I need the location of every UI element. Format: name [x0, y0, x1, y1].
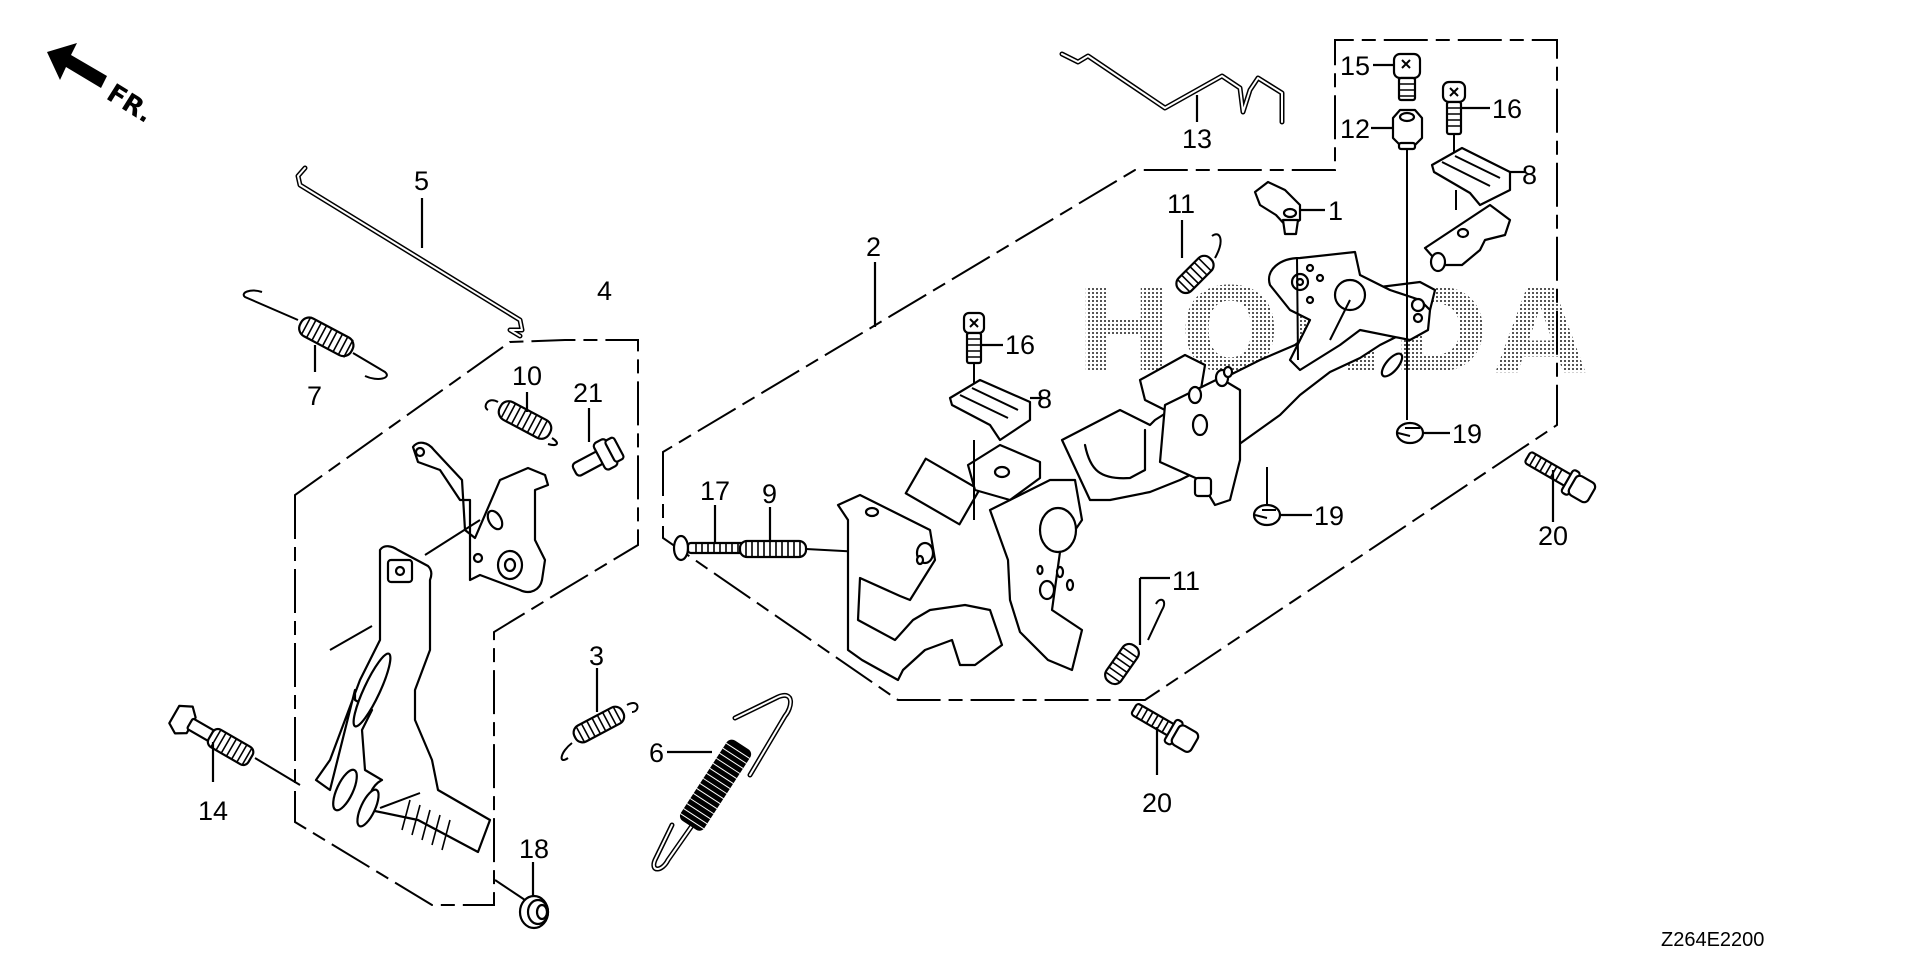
callout-19-lower[interactable]: 19 [1314, 501, 1344, 531]
part-19-clip-upper [1395, 421, 1425, 445]
part-13-rod [1059, 51, 1285, 125]
part-12-nut [1391, 108, 1424, 420]
callout-11-lower[interactable]: 11 [1172, 566, 1200, 596]
callout-20-lower[interactable]: 20 [1142, 788, 1172, 818]
part-6-spring [651, 692, 793, 872]
callout-1[interactable]: 1 [1328, 196, 1343, 226]
callout-16-right[interactable]: 16 [1492, 94, 1522, 124]
callout-12[interactable]: 12 [1340, 114, 1370, 144]
part-11-spring-upper [1175, 233, 1222, 295]
callout-9[interactable]: 9 [762, 479, 777, 509]
callout-17[interactable]: 17 [700, 476, 730, 506]
callout-13[interactable]: 13 [1182, 124, 1212, 154]
part-4-lever-body [314, 545, 492, 854]
callout-8-left[interactable]: 8 [1037, 384, 1052, 414]
part-2-control-base [836, 203, 1512, 682]
callout-8-right[interactable]: 8 [1522, 160, 1537, 190]
part-16-screw-right [1441, 80, 1467, 155]
callout-10[interactable]: 10 [512, 361, 542, 391]
part-20-bolt-lower [1130, 703, 1200, 753]
callout-21[interactable]: 21 [573, 378, 603, 408]
part-5-rod [295, 165, 525, 339]
callout-labels: 1 2 3 4 5 6 7 8 8 9 10 11 11 12 13 14 15… [198, 51, 1568, 864]
callout-2[interactable]: 2 [866, 232, 881, 262]
part-20-bolt-right [1524, 451, 1597, 504]
callout-20-right[interactable]: 20 [1538, 521, 1568, 551]
front-direction-arrow-icon: FR. [47, 43, 158, 129]
part-8-clamp-left [948, 378, 1032, 520]
callout-18[interactable]: 18 [519, 834, 549, 864]
part-10-spring [484, 399, 558, 447]
part-21-bolt [571, 436, 625, 477]
drawing-code: Z264E2200 [1661, 929, 1764, 951]
part-19-clip-lower [1252, 467, 1282, 527]
part-15-screw [1392, 52, 1422, 102]
group-outline-control-base [662, 39, 1558, 701]
callout-6[interactable]: 6 [649, 738, 664, 768]
part-11-spring-lower [1104, 598, 1166, 686]
front-direction-label: FR. [101, 78, 158, 129]
callout-15[interactable]: 15 [1340, 51, 1370, 81]
part-7-spring [242, 289, 388, 380]
callout-11-upper[interactable]: 11 [1167, 189, 1195, 219]
part-8-clamp-right [1430, 146, 1512, 210]
callout-16-left[interactable]: 16 [1005, 330, 1035, 360]
part-4-lever [411, 441, 550, 594]
callout-7[interactable]: 7 [307, 381, 322, 411]
callout-4[interactable]: 4 [597, 276, 612, 306]
leader-11-lower [1138, 576, 1170, 645]
part-14-bolt [168, 704, 301, 786]
part-1-clip [1253, 180, 1302, 236]
callout-3[interactable]: 3 [589, 641, 604, 671]
part-16-screw-left [962, 311, 986, 385]
group-outline-lever-assembly [294, 339, 639, 906]
callout-14[interactable]: 14 [198, 796, 228, 826]
callout-5[interactable]: 5 [414, 166, 429, 196]
part-3-spring [560, 702, 639, 761]
callout-19-upper[interactable]: 19 [1452, 419, 1482, 449]
part-18-nut [494, 879, 550, 930]
